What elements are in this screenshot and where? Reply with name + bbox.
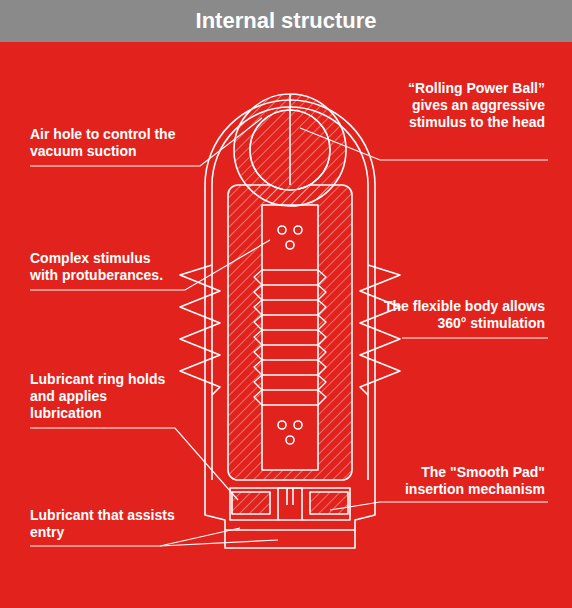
callout-label: Lubricant that assists entry: [30, 507, 180, 541]
callout-label: Air hole to control the vacuum suction: [30, 126, 180, 160]
callout-label: “Rolling Power Ball” gives an aggressive…: [385, 80, 545, 131]
title-text: Internal structure: [0, 0, 572, 42]
callout-label: Lubricant ring holds and applies lubrica…: [30, 371, 180, 422]
callout-label: The flexible body allows 360° stimulatio…: [360, 298, 545, 332]
callout-label: Complex stimulus with protuberances.: [30, 250, 180, 284]
callout-label: The "Smooth Pad" insertion mechanism: [370, 464, 545, 498]
